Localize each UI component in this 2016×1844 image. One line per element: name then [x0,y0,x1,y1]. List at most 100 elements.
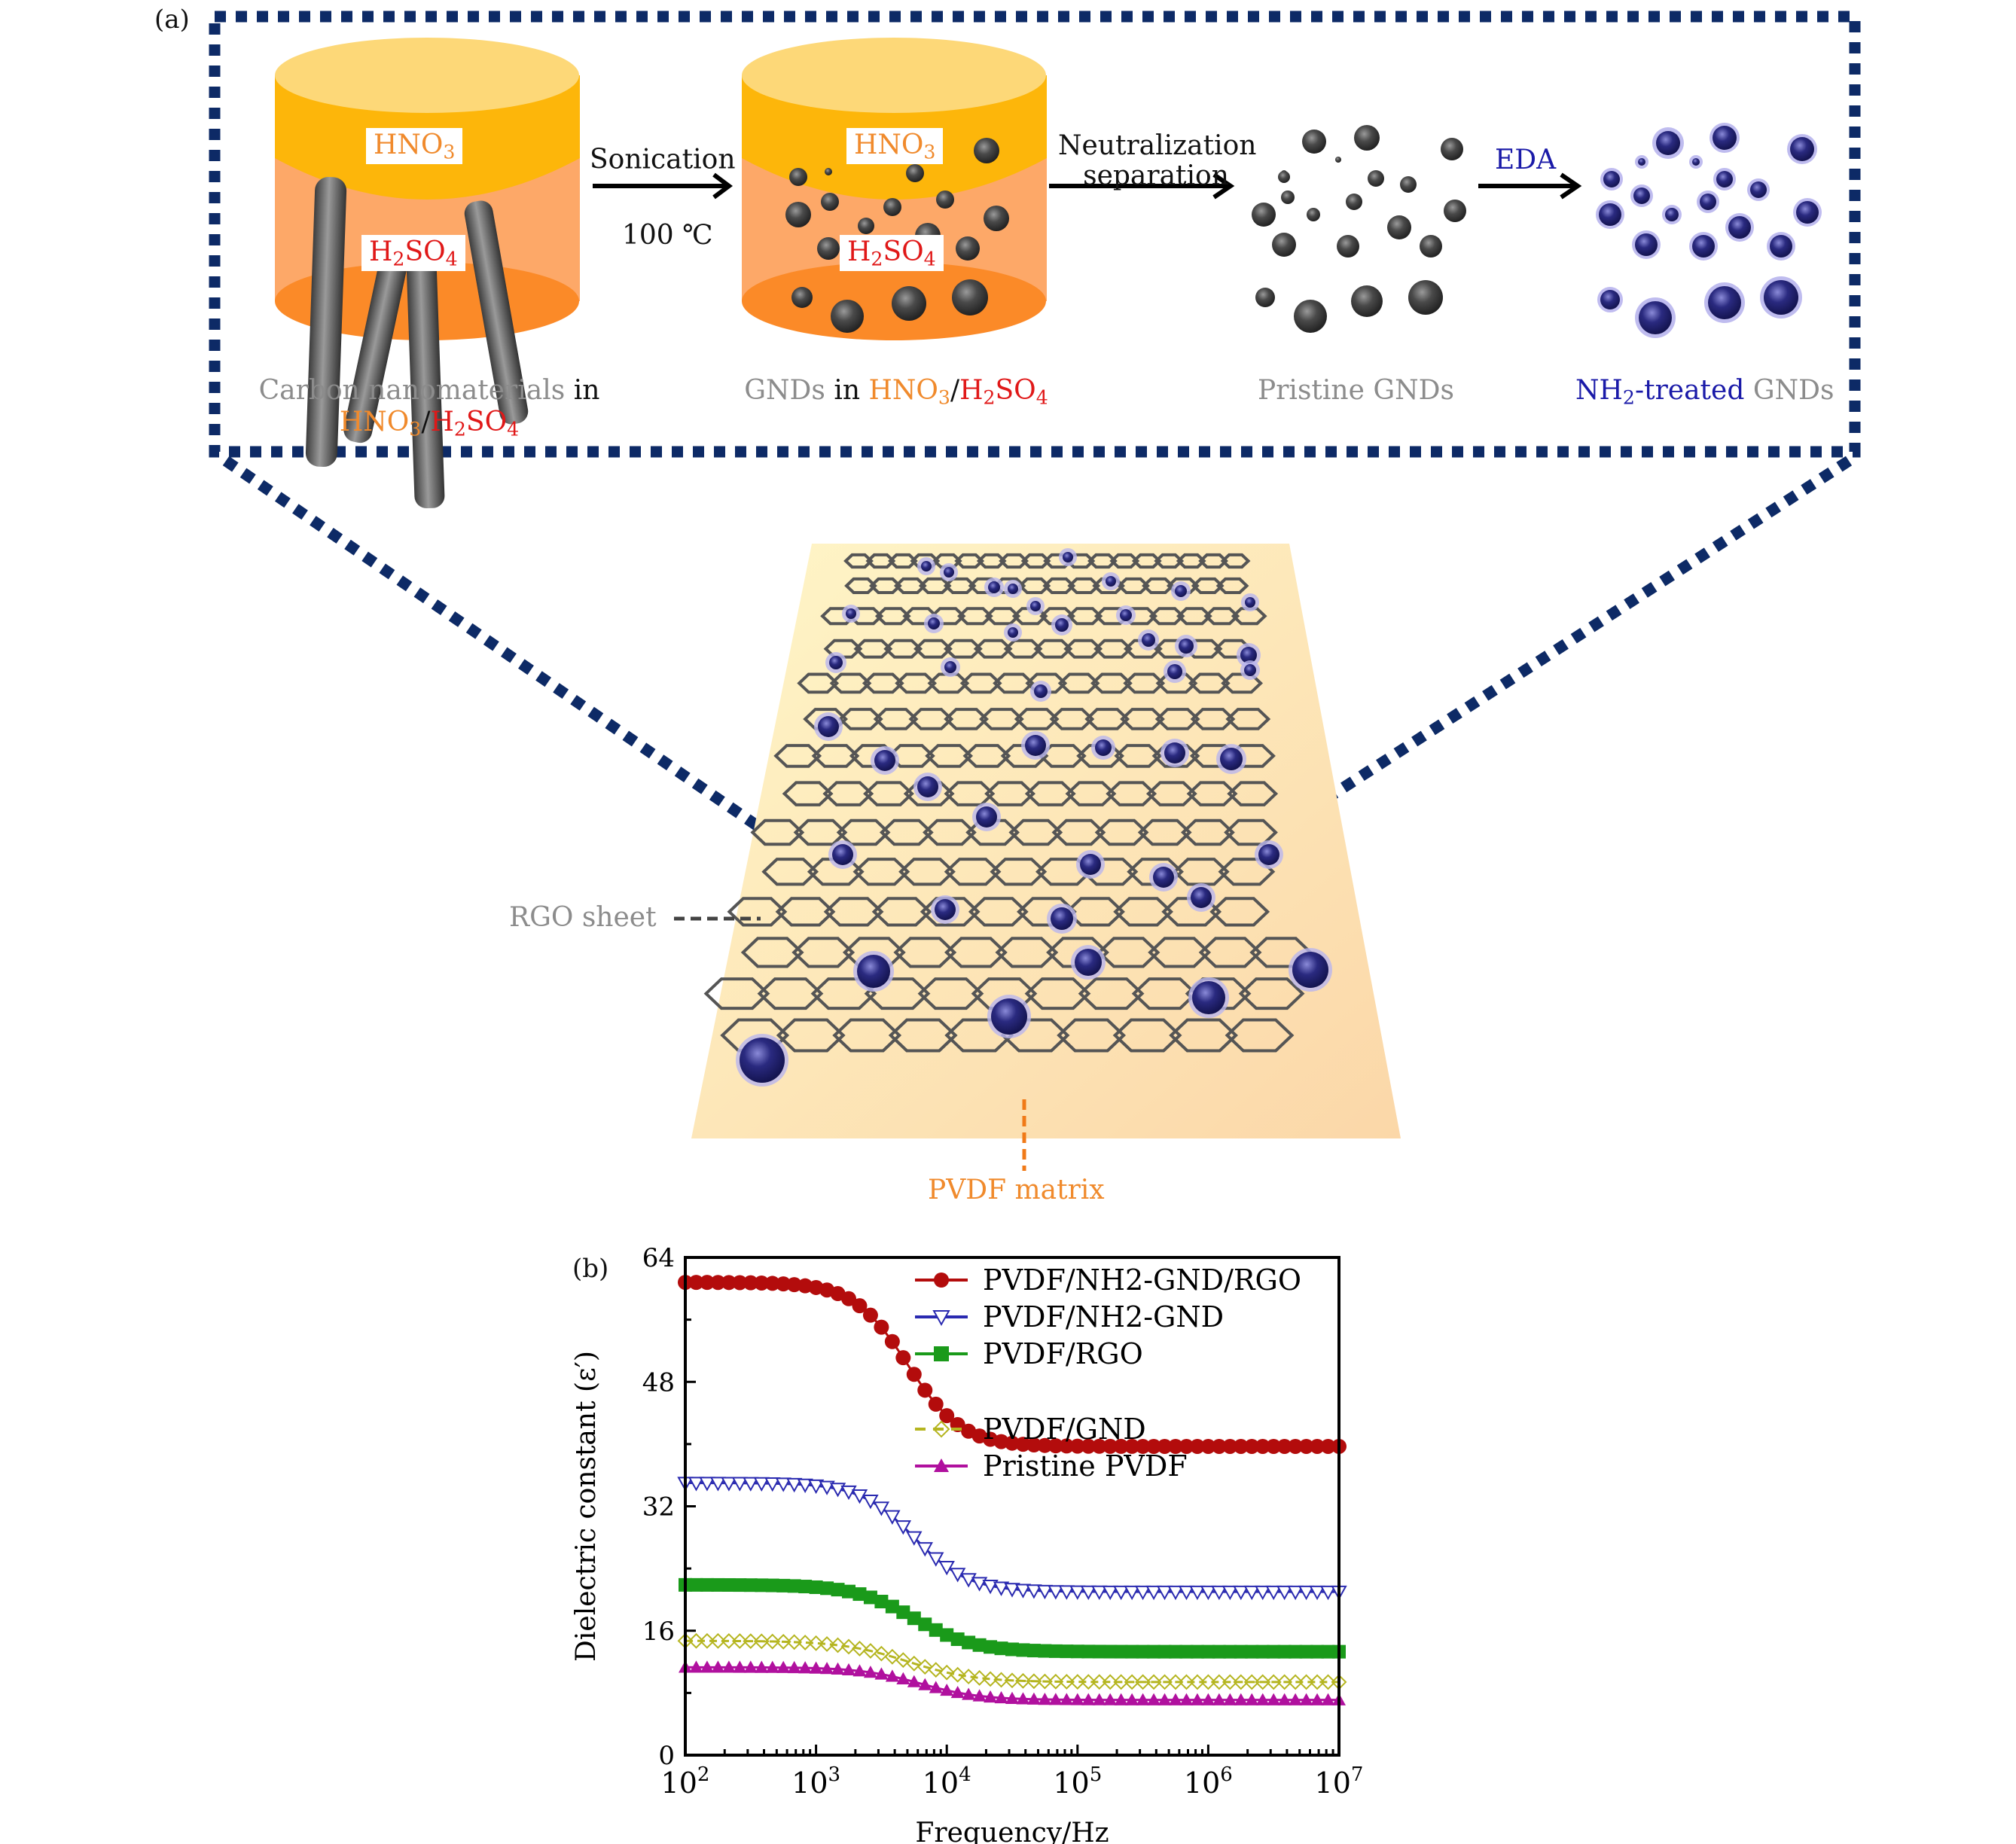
data-point-marker [1167,1585,1184,1601]
data-point-marker [1233,1674,1249,1690]
gnd-particle [991,998,1027,1035]
data-point-marker [1201,1644,1215,1659]
data-point-marker [1200,1674,1216,1690]
hexagon-cell [852,858,910,886]
data-point-marker [885,1669,899,1682]
data-point-marker [1114,1693,1128,1705]
chem-sub: 2 [871,248,883,270]
data-point-marker [721,1275,737,1291]
data-point-marker [1026,1673,1042,1690]
data-point-marker [798,1580,813,1594]
x-tick-base: 10 [923,1766,959,1800]
data-point-marker [906,1531,923,1546]
hexagon-cell [874,607,911,626]
data-point-marker [982,1580,999,1595]
y-tick-label: 64 [642,1243,675,1273]
data-point-marker [1060,1693,1074,1705]
hexagon-cell [703,977,770,1010]
caption-gnds: GNDs [1752,375,1835,406]
gnd-particle [928,617,940,629]
data-point-marker [906,1367,922,1382]
process-diagram [209,11,1861,1171]
hexagon-cell [1084,708,1130,730]
data-point-marker [1299,1693,1313,1705]
data-point-marker [934,1346,949,1361]
data-point-marker [972,1638,987,1652]
gnd-particle [1106,576,1116,587]
data-point-marker [984,1690,998,1703]
data-point-marker [688,1477,705,1492]
data-point-marker [1223,1693,1237,1705]
gnd-particle [832,844,853,865]
data-point-marker [807,1479,825,1495]
data-point-marker [1091,1674,1108,1690]
hexagon-cell [775,897,836,927]
data-point-marker [1212,1644,1226,1659]
hexagon-cell [776,1018,846,1053]
chem-text: SO [883,236,924,267]
hexagon-cell [925,744,974,768]
data-point-marker [1276,1438,1292,1454]
hexagon-cell [865,553,896,569]
data-point-marker [1102,1585,1118,1601]
data-point-marker [1190,1644,1204,1659]
data-point-marker [764,1477,781,1492]
data-point-marker [721,1660,736,1673]
rgo-hexagon-grid [703,553,1313,1053]
data-point-marker [1277,1693,1292,1705]
data-point-marker [1319,1585,1337,1601]
hexagon-cell [1066,607,1103,626]
panel-a-label: (a) [154,5,190,35]
data-point-marker [1255,1674,1271,1690]
hexagon-cell [1176,553,1206,569]
data-point-marker [820,1662,834,1675]
data-point-marker [765,1660,779,1673]
legend-item: PVDF/GND [915,1413,1146,1446]
hexagon-cell [843,553,874,569]
gnd-particle [1055,618,1069,632]
hexagon-cell [1131,977,1198,1010]
data-point-marker [1091,1438,1107,1454]
series-pvdf-rgo [679,1577,1346,1659]
hexagon-cell [1024,781,1076,806]
x-tick-base: 10 [1315,1766,1351,1800]
data-point-marker [1211,1438,1227,1454]
data-point-marker [873,1645,889,1662]
series-line [685,1482,1339,1593]
hexagon-cell [773,744,822,768]
x-tick-label: 107 [1315,1763,1364,1800]
data-point-marker [1015,1672,1031,1689]
data-point-marker [1114,1644,1128,1659]
data-point-marker [1048,1693,1063,1705]
hexagon-cell [1215,577,1249,594]
gnd-particle [1292,952,1328,988]
data-point-marker [1080,1585,1096,1600]
zoom-frame [209,11,1861,458]
nh2-gnds-on-sheet [736,548,1332,1087]
hexagon-cell [1014,708,1060,730]
caption-sub: 4 [507,418,520,440]
hexagon-cell [908,708,954,730]
x-tick-base: 10 [1184,1766,1220,1800]
hexagon-cell [888,1018,958,1053]
hexagon-cell [1113,897,1174,927]
chem-sub: 2 [392,248,405,270]
data-point-marker [1212,1693,1226,1705]
data-point-marker [962,1635,976,1650]
hexagon-cell [962,744,1011,768]
hexagon-cell [869,577,902,594]
hexagon-cell [791,937,856,968]
data-point-marker [1157,1693,1172,1705]
data-point-marker [918,1678,932,1690]
caption-h: H [959,375,984,406]
data-point-marker [1267,1693,1281,1705]
data-point-marker [820,1581,834,1596]
data-point-marker [873,1501,890,1516]
data-point-marker [907,1675,921,1687]
series-pvdf-nh2-gnd [677,1477,1347,1601]
hexagon-cell [853,639,893,659]
legend-item: PVDF/NH2-GND/RGO [915,1263,1301,1297]
hexagon-cell [1142,577,1175,594]
x-tick-base: 10 [661,1766,697,1800]
